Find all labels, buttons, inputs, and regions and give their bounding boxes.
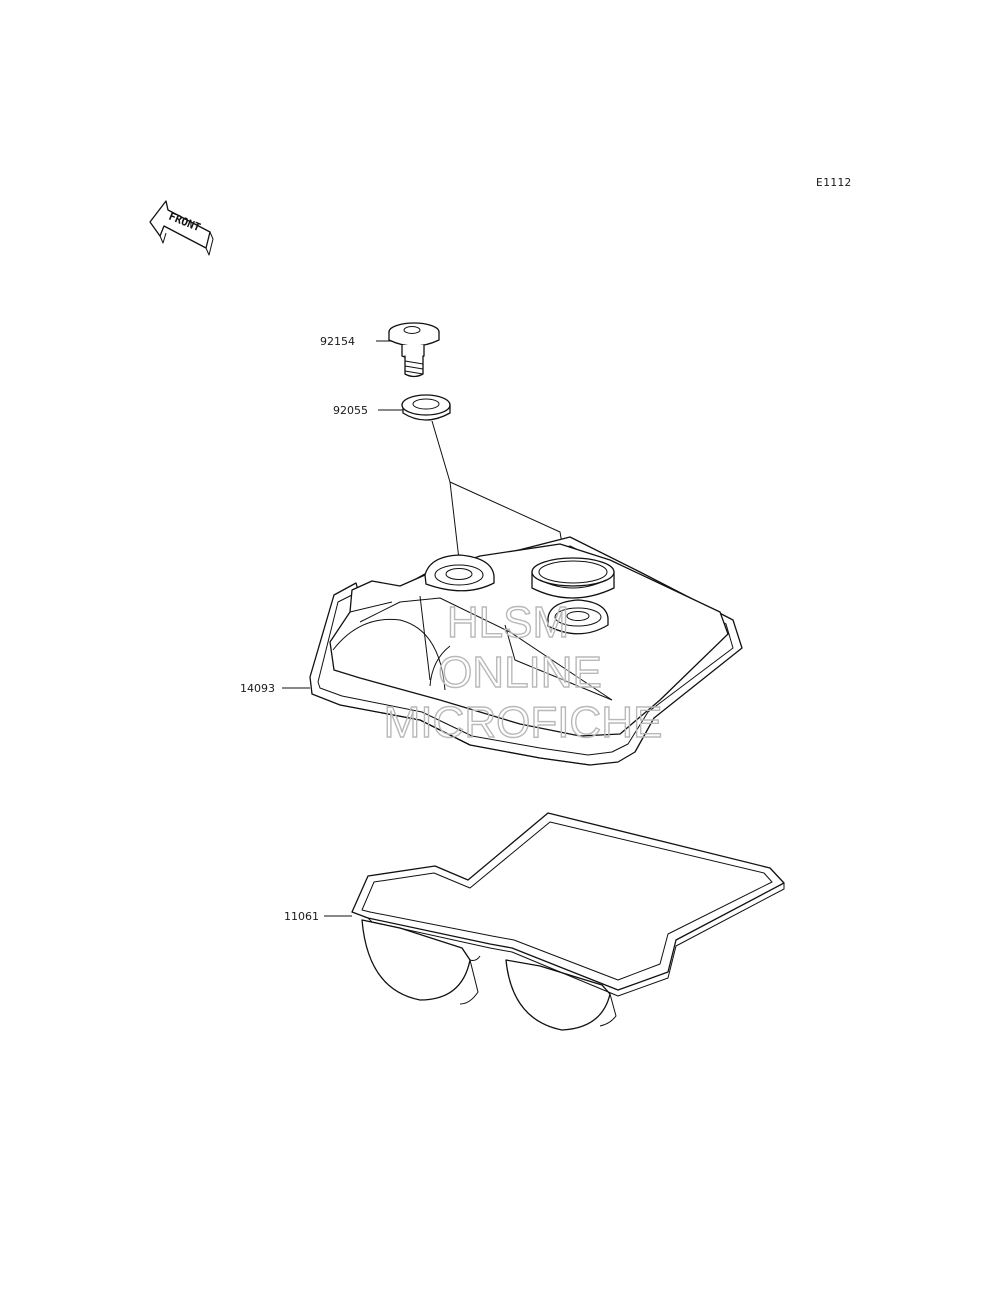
watermark: HLSM ONLINE MICROFICHE <box>383 597 663 747</box>
part-number-14093: 14093 <box>240 682 275 695</box>
part-number-92055: 92055 <box>333 404 368 417</box>
watermark-line-3: MICROFICHE <box>384 698 663 747</box>
watermark-line-2: ONLINE <box>438 648 602 697</box>
part-number-92154: 92154 <box>320 335 355 348</box>
front-arrow-icon: FRONT <box>149 200 214 256</box>
watermark-line-1: HLSM <box>447 598 569 647</box>
bolt-part[interactable] <box>388 322 440 378</box>
washer-part[interactable] <box>401 394 451 421</box>
head-cover-gasket-part[interactable] <box>351 812 785 1031</box>
cylinder-head-cover-part[interactable] <box>309 536 743 766</box>
diagram-code: E1112 <box>816 176 852 189</box>
part-number-11061: 11061 <box>284 910 319 923</box>
